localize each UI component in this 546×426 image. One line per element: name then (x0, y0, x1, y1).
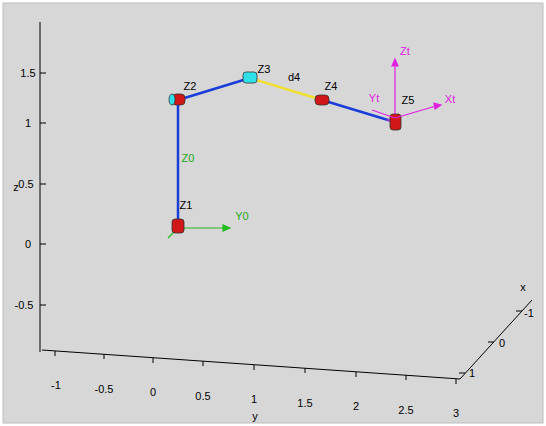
frame-label: Z0 (182, 152, 195, 165)
tick-label: 0 (25, 238, 31, 251)
tick-label: 2.5 (398, 404, 413, 417)
tick-label: 1 (251, 393, 257, 406)
frame-label: d4 (288, 71, 300, 84)
frame-label: Z5 (402, 94, 415, 107)
y-axis (42, 350, 460, 384)
frame-label: Z4 (325, 80, 338, 93)
tick-label: 0.5 (18, 178, 33, 191)
tool-frame (372, 59, 441, 118)
tick-label: -1 (51, 379, 61, 392)
robot-joints (169, 72, 401, 233)
plot-ground (3, 3, 543, 423)
tick-label: -0.5 (15, 299, 34, 312)
tick-label: 1 (25, 117, 31, 130)
tick-label: 1.5 (297, 397, 312, 410)
z-axis (40, 22, 46, 352)
axis-label: x (520, 281, 526, 294)
x-axis (459, 300, 532, 379)
tick-label: 0 (499, 337, 505, 350)
frame-label: Y0 (235, 210, 248, 223)
frame-label: Z1 (180, 199, 193, 212)
axis-label: y (252, 410, 258, 423)
frame-label: Zt (400, 45, 410, 58)
tick-label: -0.5 (95, 383, 114, 396)
frame-label: Yt (369, 92, 379, 105)
tick-label: 0.5 (195, 390, 210, 403)
frame-label: Z2 (184, 80, 197, 93)
tick-label: 1 (469, 367, 475, 380)
tick-label: 3 (453, 407, 459, 420)
tick-label: 1.5 (20, 67, 35, 80)
tick-label: -1 (524, 307, 534, 320)
robot-links (178, 78, 396, 222)
axis-label: z (13, 181, 19, 194)
frame-label: Xt (445, 93, 455, 106)
tick-label: 0 (150, 386, 156, 399)
frame-label: Z3 (258, 63, 271, 76)
tick-label: 2 (353, 400, 359, 413)
